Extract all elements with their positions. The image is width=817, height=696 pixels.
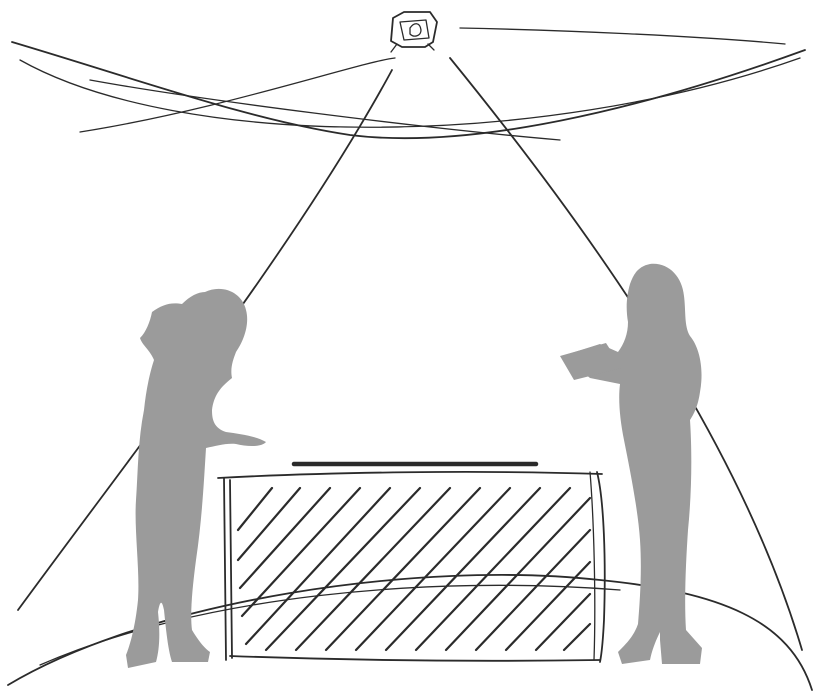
projector-icon	[391, 12, 437, 52]
table-hatching	[238, 488, 590, 650]
ceiling-strokes	[12, 28, 805, 140]
hatched-table	[218, 464, 605, 662]
